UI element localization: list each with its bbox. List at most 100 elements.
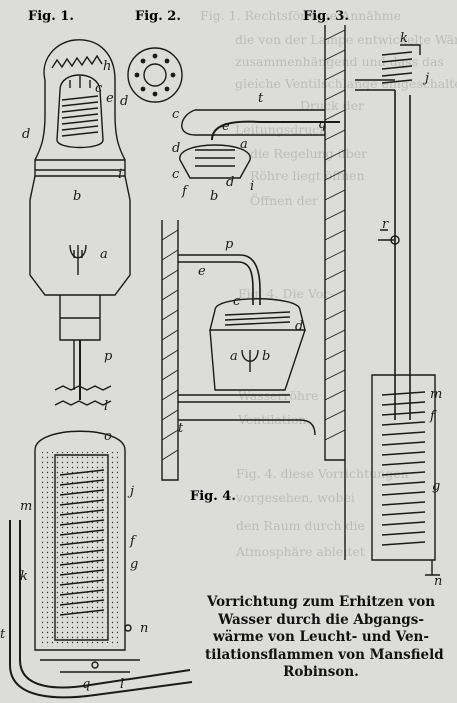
ref-letter: j xyxy=(127,484,134,499)
ref-letter: c xyxy=(172,107,180,122)
bleed-line: Fig. 4. diese Vorrichtungen xyxy=(236,466,409,481)
fig-2-drawing xyxy=(127,47,183,103)
fig4-return-pipe xyxy=(178,394,290,403)
ref-letter: b xyxy=(210,189,218,204)
fig-3-letters: k j t q d e a c f b d i r m f g n xyxy=(172,31,442,589)
bleed-line: Atmosphäre ableitet xyxy=(235,544,365,559)
ref-letter: d xyxy=(22,127,30,142)
ref-letter: f xyxy=(429,409,437,424)
ref-letter: a xyxy=(240,137,248,152)
ref-letter: m xyxy=(430,387,442,402)
caption-line: Vorrichtung zum Erhitzen von xyxy=(206,594,436,610)
insulation xyxy=(42,452,118,647)
ref-letter: c xyxy=(95,81,103,96)
ref-letter: a xyxy=(100,247,108,262)
ref-letter: l xyxy=(120,677,124,692)
ref-letter: n xyxy=(434,574,442,589)
ref-letter: t xyxy=(178,421,184,436)
lamp-dome xyxy=(43,39,126,161)
ref-letter: f xyxy=(129,534,137,549)
burner xyxy=(69,244,87,275)
ref-letter: i xyxy=(118,167,122,182)
ref-letter: j xyxy=(422,71,429,86)
ref-letter: e xyxy=(222,119,230,134)
ref-letter: c xyxy=(233,294,241,309)
fig-1-title: Fig. 1. xyxy=(28,9,74,24)
tank-coil xyxy=(381,391,426,546)
ref-letter: k xyxy=(400,31,408,46)
ring-outer xyxy=(127,47,183,103)
ref-letter: l xyxy=(104,399,108,414)
outlet-pipe xyxy=(19,520,191,689)
ref-letter: p xyxy=(225,237,234,252)
fig-1-letters: h c d d e i b a p l o j m f g k t n q l xyxy=(0,59,148,692)
fig4-wall xyxy=(161,220,179,481)
ref-letter: t xyxy=(0,627,6,642)
ref-letter: r xyxy=(382,217,389,232)
ref-letter: n xyxy=(140,621,148,636)
ref-letter: q xyxy=(318,117,326,132)
wall xyxy=(324,25,346,461)
ref-letter: f xyxy=(181,184,189,199)
bleed-line: zusammenhängend und dass das xyxy=(235,54,444,69)
wall-hatch xyxy=(324,29,346,441)
fig4-lamp-body xyxy=(209,329,306,391)
fig-3-title: Fig. 3. xyxy=(303,9,349,24)
ref-letter: b xyxy=(73,189,81,204)
fig4-supply-pipe xyxy=(178,254,261,305)
fig-1-drawing xyxy=(9,39,193,699)
caption-line: Robinson. xyxy=(283,664,359,680)
heater-coil xyxy=(59,469,105,616)
caption-line: Wasser durch die Abgangs- xyxy=(218,611,424,628)
bleed-line: gleiche Ventilschlange eingeschaltet xyxy=(235,76,457,91)
ref-letter: k xyxy=(20,569,28,584)
ref-letter: q xyxy=(82,677,90,692)
ceiling-lamp xyxy=(179,144,251,179)
heater-outer xyxy=(34,430,126,651)
bleed-line: Druck der xyxy=(300,98,364,113)
ref-letter: c xyxy=(172,167,180,182)
bleed-line: Fig. 1. Rechtsförmige Annähme xyxy=(200,8,401,23)
bleed-line: die Regelung über xyxy=(250,146,367,161)
ref-letter: p xyxy=(104,349,113,364)
ref-letter: t xyxy=(258,91,264,106)
figure-caption: Vorrichtung zum Erhitzen von Wasser durc… xyxy=(205,594,444,682)
caption-line: wärme von Leucht- und Ven- xyxy=(213,629,429,645)
bleed-line: vorgesehen, wobei xyxy=(235,490,355,505)
fig4-lamp-head xyxy=(209,298,306,331)
ref-letter: d xyxy=(295,319,303,334)
top-coil xyxy=(381,51,413,84)
ring-inner xyxy=(143,63,167,87)
lamp-crown xyxy=(51,54,103,69)
fig-2-letters: c xyxy=(172,107,180,122)
ref-letter: g xyxy=(432,479,440,494)
ref-letter: d xyxy=(120,94,128,109)
fig-2-title: Fig. 2. xyxy=(135,9,181,24)
ref-letter: d xyxy=(172,141,180,156)
fig-4-letters: p e c a b d t xyxy=(178,237,303,436)
lamp-glass xyxy=(56,74,104,149)
ref-letter: g xyxy=(130,557,138,572)
ref-letter: e xyxy=(106,91,114,106)
caption-line: tilationsflammen von Mansfield xyxy=(205,646,444,663)
lamp-body xyxy=(29,175,131,296)
bleed-line: Fig. 4. Die Vor- xyxy=(238,286,334,301)
ref-letter: e xyxy=(198,264,206,279)
background-bleed-text: Fig. 1. Rechtsförmige Annähme die von de… xyxy=(200,8,457,559)
ref-letter: i xyxy=(250,179,254,194)
bleed-line: die von der Lampe entwickelte Wärme xyxy=(235,32,457,47)
bleed-line: Öffnen der xyxy=(250,192,318,208)
fig-4-title: Fig. 4. xyxy=(190,489,236,504)
ceiling-pipe xyxy=(211,120,340,141)
fig-4-drawing xyxy=(161,220,316,481)
fig-3-drawing xyxy=(179,25,440,576)
ref-letter: m xyxy=(20,499,32,514)
dome-coil xyxy=(61,95,99,137)
bleed-line: Röhre liegt öffnen xyxy=(250,168,365,183)
tank xyxy=(371,374,436,561)
bleed-line: Leitungsdruck xyxy=(235,122,327,137)
ref-letter: a xyxy=(230,349,238,364)
ring-holes xyxy=(134,53,176,97)
bleed-line: den Raum durch die xyxy=(236,518,365,533)
